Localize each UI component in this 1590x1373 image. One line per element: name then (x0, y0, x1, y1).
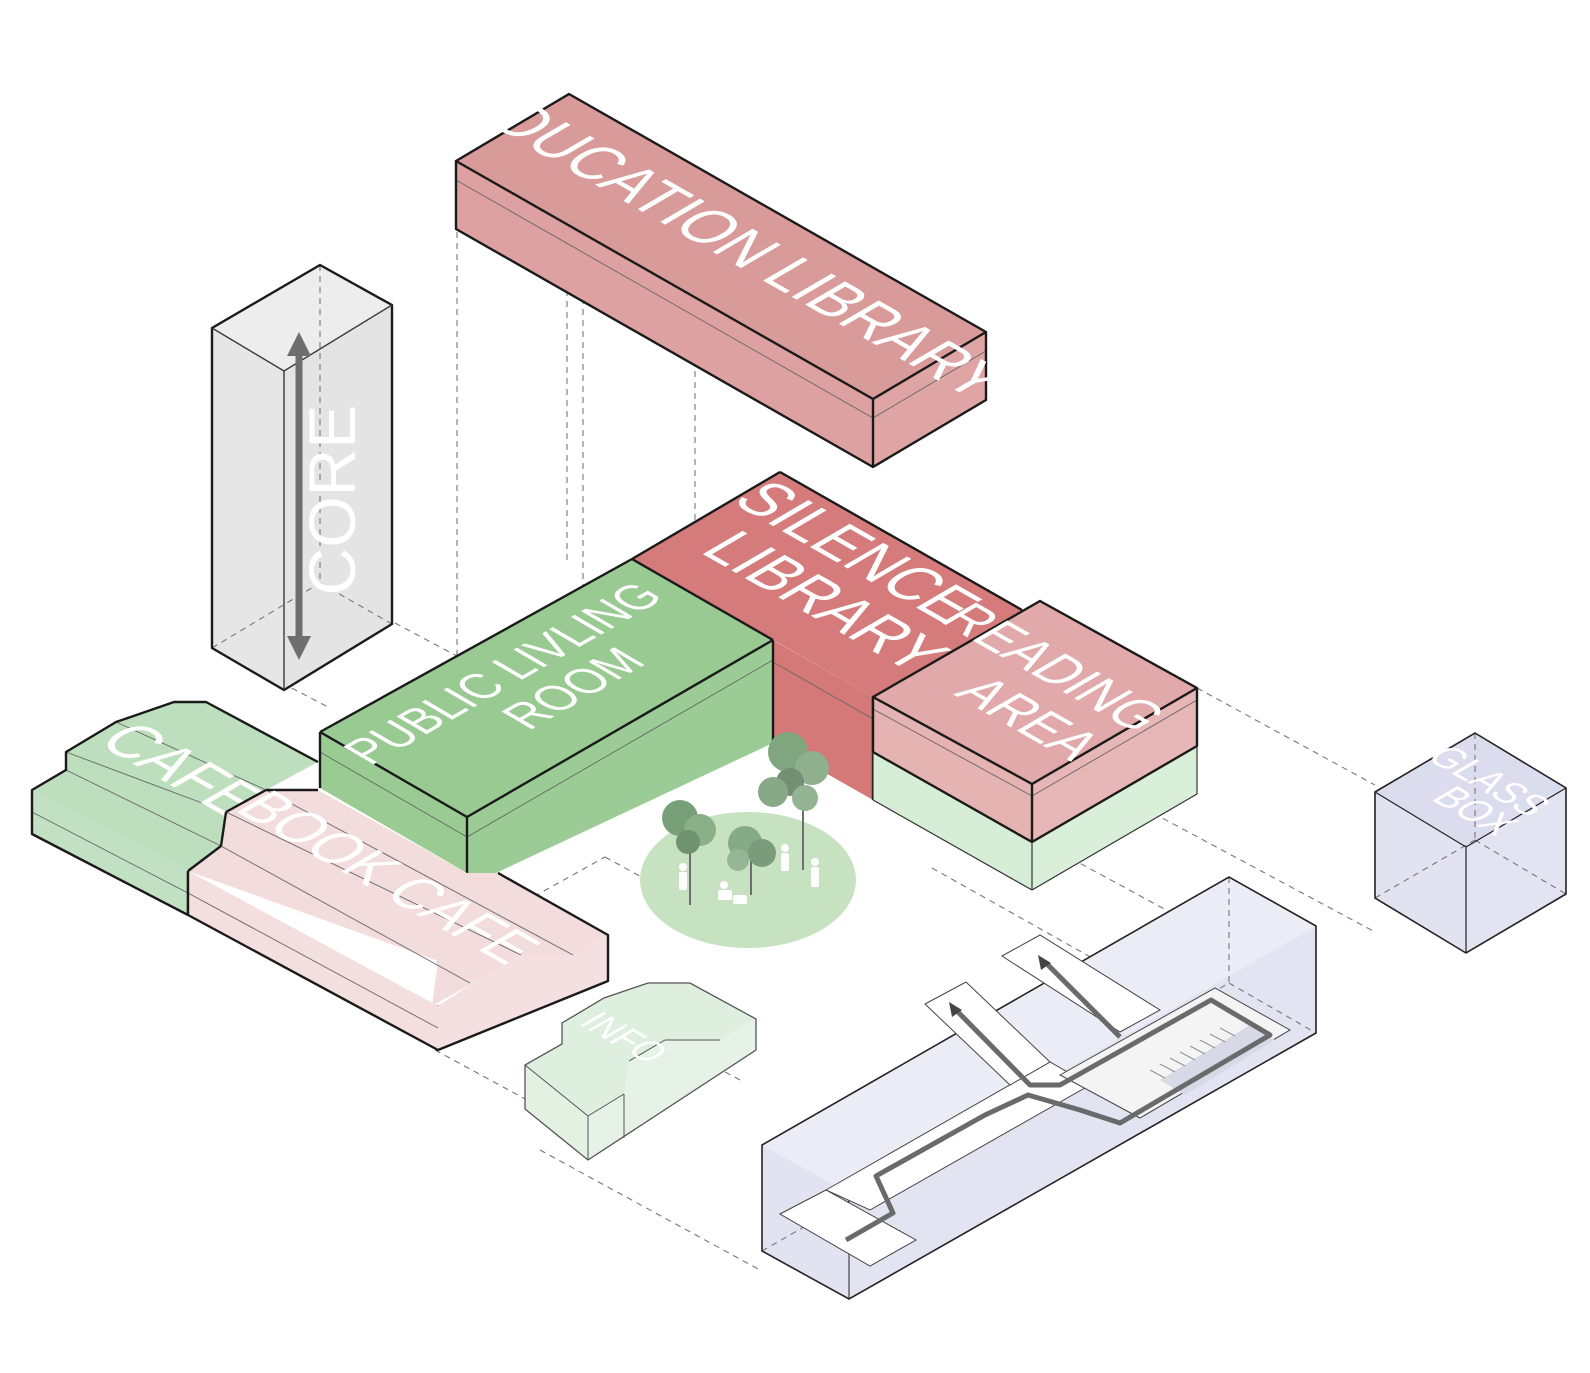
reading-area-base-front (873, 752, 1032, 890)
core-label: CORE (295, 405, 369, 596)
public-living-room-top (320, 559, 773, 817)
vertical-circulation-arrow-icon (287, 332, 311, 660)
cafe-top (32, 702, 318, 871)
reading-area-top (873, 601, 1197, 784)
core-front (212, 328, 284, 690)
silence-library-block: SILENCE LIBRARY (631, 470, 1023, 800)
info-block: INFO (524, 982, 757, 1161)
info-side (588, 1019, 756, 1160)
reading-area-side (1032, 688, 1197, 842)
glass-box-block: GLASS BOX (1374, 732, 1567, 954)
education-library-front (456, 161, 873, 467)
silence-library-side (773, 640, 873, 800)
book-cafe-side (438, 935, 608, 1050)
silence-library-top (632, 472, 1022, 697)
underground-top (762, 877, 1316, 1193)
public-living-room-side (467, 640, 773, 873)
public-living-room-block: PUBLIC LIVLING ROOM (318, 557, 775, 894)
underground-volume (761, 876, 1317, 1300)
education-library-block: EDUCATION LIBRARY (439, 73, 1025, 469)
core-top (212, 265, 392, 371)
reading-area-block: READING AREA (871, 595, 1199, 891)
info-top (525, 983, 756, 1116)
reading-area-base-side (1032, 746, 1197, 890)
education-library-side (873, 332, 986, 467)
public-living-room-front (320, 732, 467, 873)
underground-ramp (778, 934, 1292, 1267)
circulation-path-branch (1043, 960, 1122, 1039)
tree-icon (662, 732, 829, 905)
plaza (640, 732, 856, 948)
core-side (284, 305, 392, 690)
circulation-path (844, 997, 1273, 1243)
glass-box-top (1375, 733, 1566, 847)
stair-icon (1149, 1027, 1236, 1079)
glass-box-front (1375, 792, 1466, 953)
path-arrow-icon (949, 1002, 962, 1017)
person-icon (679, 844, 819, 904)
education-library-top (456, 94, 986, 399)
info-front (525, 1065, 588, 1160)
glass-box-side (1466, 788, 1566, 953)
reading-area-front (873, 697, 1032, 842)
path-arrow-icon-2 (1038, 955, 1051, 970)
core-block: CORE (210, 263, 394, 692)
